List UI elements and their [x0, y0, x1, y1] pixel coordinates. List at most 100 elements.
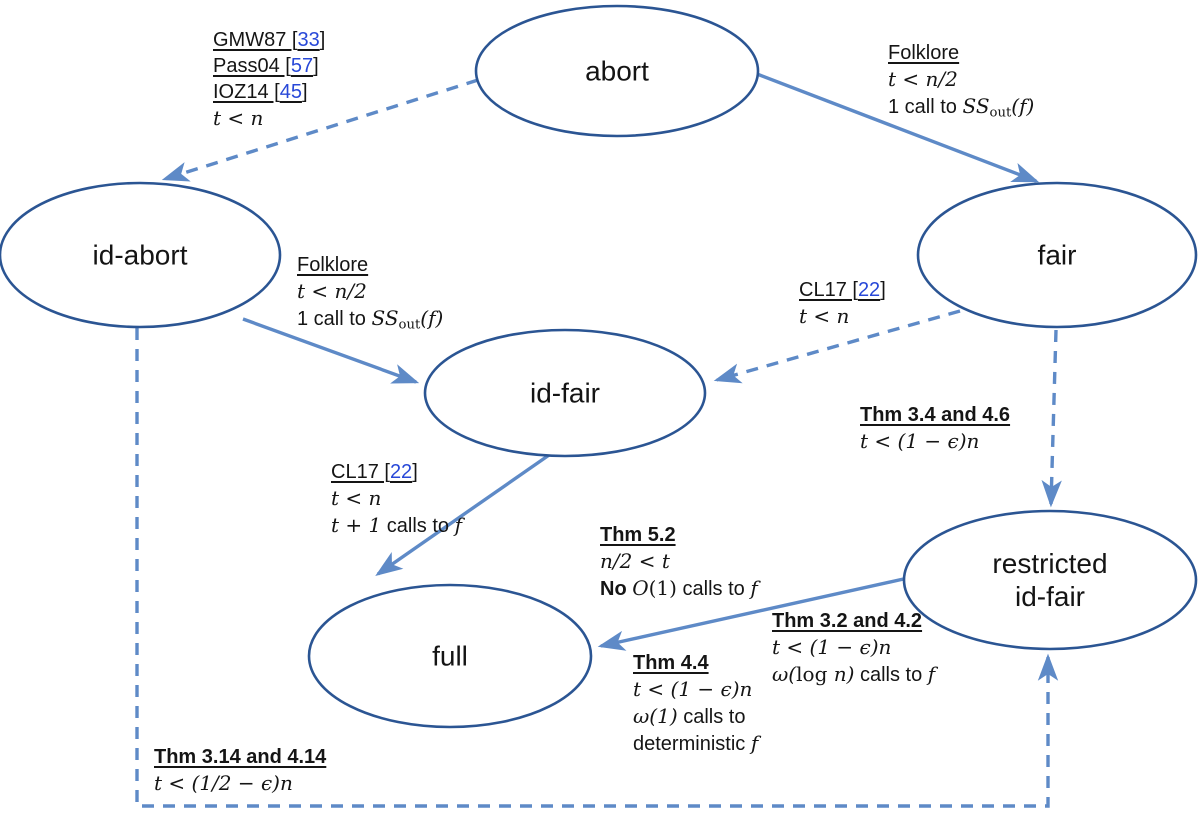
label-segment: (f)	[1011, 94, 1035, 118]
node-ellipse-fair	[916, 181, 1198, 329]
edge-label-thm-3-14-and-4-14: Thm 3.14 and 4.14 t < (1/2 − ϵ)n	[154, 744, 326, 797]
edge-fair-to-restricted-id-fair	[1041, 329, 1062, 508]
node-ellipse-restricted-id-fair	[902, 509, 1198, 651]
label-segment: Thm 3.14 and 4.14	[154, 746, 327, 768]
label-segment: deterministic	[633, 733, 751, 755]
label-segment: GMW87 [	[213, 29, 298, 51]
edge-label-line: Thm 3.14 and 4.14	[154, 744, 326, 770]
node-label-id-fair: id-fair	[529, 377, 601, 409]
edge-label-line: Thm 4.4	[633, 650, 758, 676]
label-segment: ω(1)	[633, 704, 678, 728]
edge-label-line: Folklore	[888, 40, 1034, 66]
edge-label-line: IOZ14 [45]	[213, 79, 325, 105]
label-segment: (f)	[420, 306, 444, 330]
label-segment: CL17 [	[331, 461, 390, 483]
node-ellipse-abort	[474, 4, 760, 138]
label-segment: n/2 < t	[600, 549, 670, 573]
label-segment: out	[989, 105, 1012, 121]
node-ellipse-full	[307, 583, 593, 729]
edge-label-line: t < (1 − ϵ)n	[772, 634, 935, 661]
label-segment: Folklore	[888, 42, 960, 64]
label-segment: 1 call to	[888, 96, 963, 118]
label-segment: O	[632, 576, 649, 600]
label-segment: IOZ14 [	[213, 81, 280, 103]
edge-label-line: t < (1 − ϵ)n	[860, 428, 1010, 455]
edge-label-line: t < n/2	[888, 66, 1034, 93]
edge-label-line: Thm 3.4 and 4.6	[860, 402, 1010, 428]
label-segment: f	[750, 576, 758, 600]
label-segment: calls to	[381, 515, 455, 537]
label-segment: Thm 4.4	[633, 652, 709, 674]
label-segment: calls to	[676, 578, 751, 600]
label-segment: t < (1/2 − ϵ)n	[154, 771, 293, 795]
label-segment: ]	[319, 29, 326, 51]
edge-label-cl17-fair-idfair: CL17 [22]t < n	[799, 277, 886, 330]
node-ellipse-id-abort	[0, 181, 282, 329]
edge-label-line: deterministic f	[633, 730, 758, 757]
edge-label-line: Pass04 [57]	[213, 53, 325, 79]
edge-label-line: CL17 [22]	[799, 277, 886, 303]
edge-id-fair-to-full	[375, 451, 553, 576]
label-segment: f	[750, 731, 759, 755]
label-segment: Thm 3.4 and 4.6	[860, 404, 1011, 426]
label-segment: t < (1 − ϵ)n	[772, 635, 892, 659]
edge-label-line: t < n	[331, 485, 462, 512]
edge-label-line: Thm 5.2	[600, 522, 758, 548]
label-segment: )	[846, 662, 855, 686]
label-segment: t < n/2	[888, 67, 958, 91]
edge-label-line: CL17 [22]	[331, 459, 462, 485]
edge-abort-to-fair	[756, 72, 1040, 183]
label-segment: t < (1 − ϵ)n	[633, 677, 753, 701]
label-segment: Pass04 [	[213, 55, 291, 77]
node-label-full: full	[432, 640, 468, 672]
edge-label-line: t < n	[213, 105, 325, 132]
label-segment: t < n	[331, 486, 382, 510]
edge-label-line: t < (1 − ϵ)n	[633, 676, 758, 703]
label-segment: SS	[371, 306, 399, 330]
edge-restricted-id-fair-to-full	[597, 576, 909, 651]
label-segment: t < n/2	[297, 279, 367, 303]
node-label-id-abort: id-abort	[92, 239, 188, 271]
edge-label-line: No O(1) calls to f	[600, 575, 758, 602]
edge-label-line: n/2 < t	[600, 548, 758, 575]
citation-link[interactable]: 45	[279, 81, 302, 103]
edge-label-line: t < (1/2 − ϵ)n	[154, 770, 326, 797]
citation-link[interactable]: 22	[857, 279, 881, 301]
label-segment: ]	[880, 279, 886, 301]
label-segment: t < n	[213, 106, 264, 130]
label-segment: SS	[962, 94, 990, 118]
edge-label-gmw-pass-ioz: GMW87 [33]Pass04 [57]IOZ14 [45]t < n	[213, 27, 325, 132]
citation-link[interactable]: 33	[297, 29, 320, 51]
label-segment: f	[454, 513, 462, 537]
label-segment: n	[833, 662, 847, 686]
label-segment: Thm 5.2	[600, 524, 676, 546]
edge-label-line: 1 call to SSout(f)	[297, 305, 443, 339]
edge-label-line: 1 call to SSout(f)	[888, 93, 1034, 127]
edge-label-line: Thm 3.2 and 4.2	[772, 608, 935, 634]
edge-label-line: t < n	[799, 303, 886, 330]
label-segment: CL17 [	[799, 279, 858, 301]
edge-fair-to-id-fair	[713, 309, 961, 384]
label-segment: out	[398, 317, 421, 333]
label-segment: Folklore	[297, 254, 369, 276]
label-segment: calls to	[677, 706, 746, 728]
label-segment: calls to	[854, 664, 928, 686]
label-segment: (1)	[648, 576, 677, 600]
node-label-abort: abort	[585, 55, 649, 87]
node-label-fair: fair	[1037, 239, 1077, 271]
label-segment: Thm 3.2 and 4.2	[772, 610, 923, 632]
citation-link[interactable]: 57	[290, 55, 314, 77]
citation-link[interactable]: 22	[389, 461, 413, 483]
node-ellipse-id-fair	[423, 328, 707, 458]
label-segment: ]	[313, 55, 319, 77]
edge-id-abort-to-id-fair	[242, 317, 420, 384]
edge-id-abort-to-restricted-id-fair	[135, 328, 1059, 808]
label-segment: log	[796, 662, 834, 686]
